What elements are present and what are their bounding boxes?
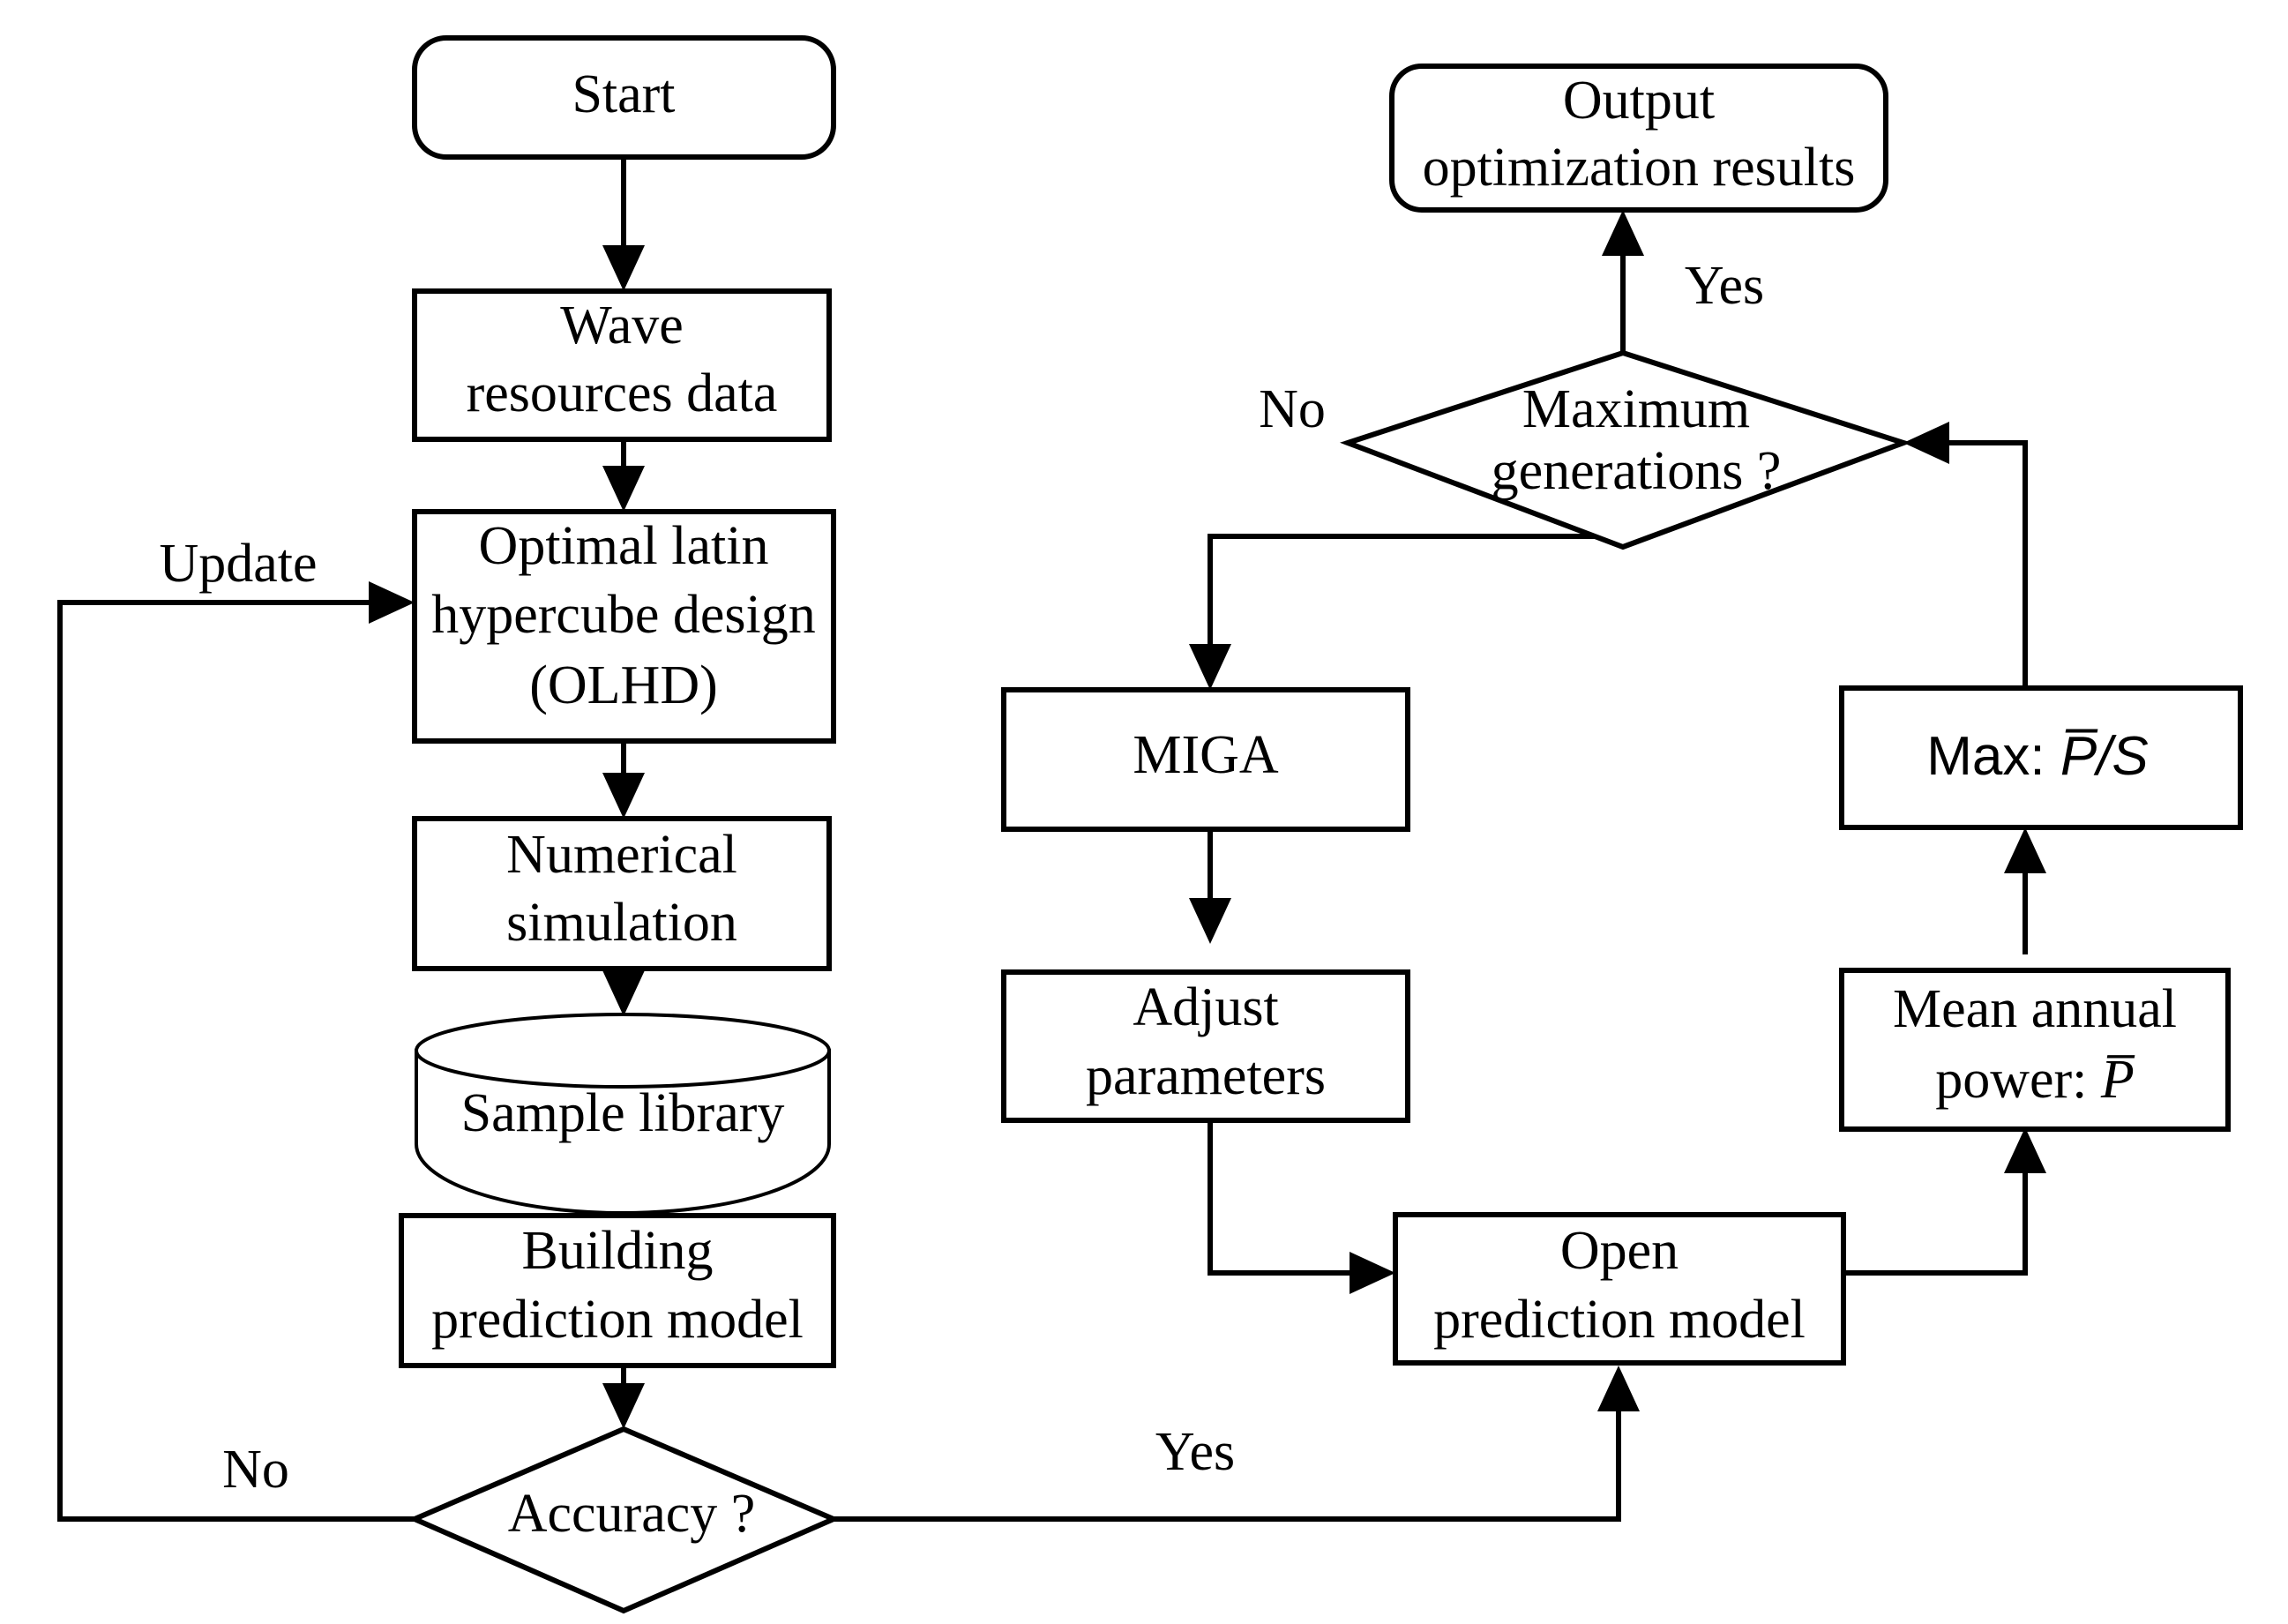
max-generations-label-line2: generations ? — [1492, 441, 1782, 501]
edge-meanpower-to-max — [2004, 827, 2046, 954]
node-miga[interactable]: MIGA — [1001, 687, 1410, 832]
adjust-parameters-shape — [1001, 969, 1410, 1123]
accuracy-label: Accuracy ? — [508, 1484, 756, 1544]
building-model-label-line2: prediction model — [431, 1290, 804, 1350]
edge-accuracy-yes-to-open — [834, 1366, 1640, 1522]
max-generations-label-line1: Maximum — [1522, 379, 1750, 439]
node-start[interactable]: Start — [412, 35, 836, 160]
wave-resources-label-line2: resources data — [467, 363, 778, 423]
edge-building-to-accuracy — [602, 1363, 645, 1429]
adjust-parameters-label-line1: Adjust — [1133, 977, 1278, 1037]
edge-label-accuracy-yes: Yes — [1155, 1422, 1235, 1482]
edge-label-accuracy-no: No — [222, 1440, 289, 1500]
mean-annual-power-shape — [1839, 968, 2231, 1132]
edge-maxgen-no-to-miga — [1189, 534, 1623, 690]
building-model-label-line1: Building — [521, 1221, 713, 1281]
miga-label: MIGA — [1133, 725, 1279, 785]
edge-wave-to-olhd — [602, 439, 645, 512]
edge-label-maxgen-no: No — [1259, 379, 1326, 439]
open-model-shape — [1393, 1212, 1846, 1366]
edge-max-to-maxgen — [1903, 422, 2028, 688]
start-label: Start — [572, 64, 675, 124]
numerical-simulation-label-line1: Numerical — [506, 825, 737, 885]
open-model-label-line2: prediction model — [1433, 1290, 1806, 1350]
building-model-shape — [399, 1213, 836, 1368]
node-wave-resources-data[interactable]: Wave resources data — [412, 288, 832, 442]
edge-adjust-to-open — [1208, 1120, 1395, 1294]
max-generations-diamond-shape — [1339, 349, 1912, 550]
wave-resources-shape — [412, 288, 832, 442]
mean-annual-power-prefix: power: — [1935, 1050, 2101, 1110]
node-olhd[interactable]: Optimal latin hypercube design (OLHD) — [412, 509, 836, 744]
node-output-results[interactable]: Output optimization results — [1389, 64, 1888, 213]
edge-open-to-meanpower — [1843, 1127, 2046, 1276]
olhd-label-line3: (OLHD) — [529, 655, 718, 715]
node-sample-library[interactable]: Sample library — [415, 1013, 831, 1215]
edge-label-update: Update — [159, 534, 317, 594]
mean-annual-power-math: P̅ — [2100, 1050, 2135, 1110]
miga-shape — [1001, 687, 1410, 832]
sample-library-body — [415, 1049, 831, 1215]
node-adjust-parameters[interactable]: Adjust parameters — [1001, 969, 1410, 1123]
node-mean-annual-power[interactable]: Mean annual power: P̅ — [1839, 968, 2231, 1132]
output-results-shape — [1389, 64, 1888, 213]
edge-start-to-wave — [602, 157, 645, 291]
edge-label-maxgen-yes: Yes — [1685, 256, 1764, 316]
start-shape — [412, 35, 836, 160]
edge-maxgen-yes-to-output — [1602, 210, 1644, 353]
mean-annual-power-label-line2: power: P̅ — [1935, 1050, 2135, 1110]
node-max-objective[interactable]: Max: P̅/S — [1839, 685, 2243, 830]
output-results-label-line2: optimization results — [1423, 138, 1856, 198]
numerical-simulation-shape — [412, 816, 832, 971]
olhd-shape — [412, 509, 836, 744]
olhd-label-line1: Optimal latin — [479, 516, 769, 576]
max-objective-shape — [1839, 685, 2243, 830]
open-model-label-line1: Open — [1560, 1221, 1679, 1281]
wave-resources-label-line1: Wave — [560, 296, 684, 355]
olhd-label-line2: hypercube design — [431, 585, 816, 645]
accuracy-diamond-shape — [408, 1426, 841, 1614]
sample-library-top-ellipse — [415, 1013, 831, 1089]
max-objective-label: Max: P̅/S — [1926, 726, 2149, 787]
node-accuracy-decision[interactable]: Accuracy ? — [408, 1426, 841, 1614]
output-results-label-line1: Output — [1563, 71, 1715, 131]
sample-library-label: Sample library — [461, 1083, 785, 1143]
edge-accuracy-no-update — [57, 581, 415, 1522]
numerical-simulation-label-line2: simulation — [506, 893, 737, 953]
max-objective-prefix: Max: — [1926, 726, 2060, 787]
node-open-prediction-model[interactable]: Open prediction model — [1393, 1212, 1846, 1366]
adjust-parameters-label-line2: parameters — [1086, 1046, 1326, 1106]
node-max-generations-decision[interactable]: Maximum generations ? — [1339, 349, 1912, 550]
node-numerical-simulation[interactable]: Numerical simulation — [412, 816, 832, 971]
edge-olhd-to-numerical — [602, 741, 645, 819]
edge-miga-to-adjust — [1189, 829, 1231, 944]
mean-annual-power-label-line1: Mean annual — [1893, 979, 2177, 1039]
node-building-prediction-model[interactable]: Building prediction model — [399, 1213, 836, 1368]
max-objective-math: P̅/S — [2060, 726, 2149, 787]
